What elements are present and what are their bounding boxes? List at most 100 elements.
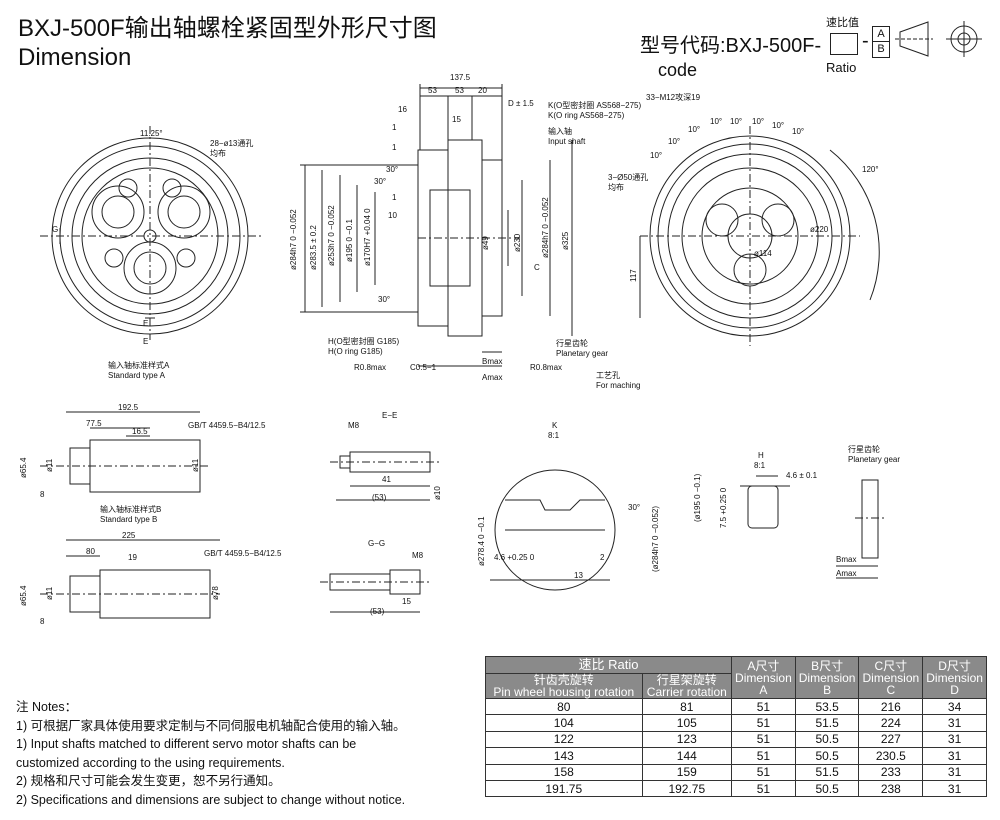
h-46: 4.6 ± 0.1 (786, 471, 818, 480)
table-cell: 158 (485, 763, 643, 781)
section-e-e (330, 451, 440, 501)
table-cell: 51 (731, 697, 796, 716)
ee-dia10: ø10 (433, 486, 442, 500)
sec-h-en: H(O ring G185) (328, 347, 383, 356)
title-en: Dimension (18, 44, 132, 71)
pg-amax: Amax (836, 569, 856, 578)
rv-117: 117 (629, 269, 638, 282)
rv-holes-2: 均布 (608, 182, 624, 192)
sec-1a: 1 (392, 123, 397, 132)
ee-41: 41 (382, 475, 391, 484)
ee-label: E−E (382, 411, 397, 420)
rv-ang-7: 10° (668, 137, 680, 146)
sec-30b: 30° (374, 177, 386, 186)
sec-dia284: ø284h7 0 −0.052 (289, 209, 298, 270)
sb-165: 16.5 (132, 427, 148, 436)
rv-114: ø114 (754, 249, 772, 258)
table-cell: 143 (485, 747, 643, 765)
sb-std: GB/T 4459.5−B4/12.5 (188, 421, 266, 430)
ab-box: A B (872, 26, 890, 58)
h-75: 7.5 +0.25 0 (719, 487, 728, 528)
pg-bmax: Bmax (836, 555, 856, 564)
table-cell: 191.75 (485, 779, 643, 798)
sec-1c: 1 (392, 193, 397, 202)
sec-30a: 30° (386, 165, 398, 174)
sec-dia49: ø49 (481, 236, 490, 250)
sec-r08b: R0.8max (530, 363, 562, 372)
table-cell: 105 (641, 714, 733, 732)
table-cell: 51.5 (794, 714, 860, 732)
sb-654: ø65.4 (19, 457, 28, 478)
sec-c05: C0.5−1 (410, 363, 437, 372)
note-line: 1) 可根据厂家具体使用要求定制与不同伺服电机轴配合使用的输入轴。 (16, 718, 406, 733)
ee-m8: M8 (348, 421, 360, 430)
sec-amax: Amax (482, 373, 502, 382)
left-e-top: E (143, 319, 148, 328)
sec-30c: 30° (378, 295, 390, 304)
th-ratio: 速比 Ratio (484, 656, 733, 674)
k-13: 13 (574, 571, 583, 580)
k-30: 30° (628, 503, 640, 512)
sec-dia195: ø195 0 −0.1 (345, 219, 354, 262)
rv-ang-3: 10° (730, 117, 742, 126)
note-line: 2) Specifications and dimensions are sub… (16, 792, 406, 807)
projection-symbol-icon (895, 21, 982, 57)
gg-m8: M8 (412, 551, 424, 560)
sec-dia253: ø253h7 0 −0.052 (327, 205, 336, 266)
ratio-label-en: Ratio (826, 60, 857, 75)
left-g: G (52, 225, 58, 234)
table-cell: 50.5 (794, 747, 860, 765)
notes: 注 Notes： 1) 可根据厂家具体使用要求定制与不同伺服电机轴配合使用的输入… (16, 698, 406, 810)
table-cell: 31 (922, 747, 987, 765)
left-holes-2: 均布 (210, 148, 226, 158)
ab-box-bottom: B (877, 43, 885, 55)
k-2: 2 (600, 553, 605, 562)
table-cell: 31 (922, 730, 987, 749)
sec-20: 20 (478, 86, 487, 95)
ratio-label-cn: 速比值 (826, 17, 859, 29)
note-line: customized according to the using requir… (16, 755, 285, 770)
sec-16: 16 (398, 105, 407, 114)
table-cell: 123 (641, 730, 733, 749)
table-cell: 51 (731, 779, 796, 798)
sec-k-en: K(O ring AS568−275) (548, 111, 625, 120)
left-angle: 11.25° (140, 129, 163, 138)
notes-heading: 注 Notes： (16, 700, 78, 714)
table-cell: 233 (858, 763, 924, 781)
page-title: BXJ-500F输出轴螺栓紧固型外形尺寸图 Dimension (18, 14, 437, 72)
sb-775: 77.5 (86, 419, 102, 428)
type-b-en: Standard type B (100, 515, 157, 524)
rv-ang-5: 10° (772, 121, 784, 130)
table-cell: 51 (731, 730, 796, 749)
sec-dia284b: ø284h7 0 −0.052 (541, 197, 550, 258)
type-a-en: Standard type A (108, 371, 166, 380)
k-2784: ø278.4 0 −0.1 (477, 516, 486, 566)
table-cell: 230.5 (858, 747, 924, 765)
ratio-box (830, 33, 858, 55)
rv-120: 120° (862, 165, 879, 174)
sec-r08a: R0.8max (354, 363, 386, 372)
sb-11b: ø11 (191, 458, 200, 472)
sec-total: 137.5 (450, 73, 471, 82)
sc-std: GB/T 4459.5−B4/12.5 (204, 549, 282, 558)
table-cell: 51.5 (794, 763, 860, 781)
sb-11: ø11 (45, 458, 54, 472)
rv-ang-8: 10° (650, 151, 662, 160)
left-holes: 28−ø13通孔 (210, 138, 253, 148)
model-code-label: 型号代码:BXJ-500F- (640, 35, 822, 57)
table-cell: 31 (922, 714, 987, 732)
sec-dia2835: ø283.5 ± 0.2 (309, 225, 318, 270)
table-cell: 50.5 (794, 779, 860, 798)
detail-k (490, 469, 616, 591)
shaft-type-c (40, 539, 220, 619)
